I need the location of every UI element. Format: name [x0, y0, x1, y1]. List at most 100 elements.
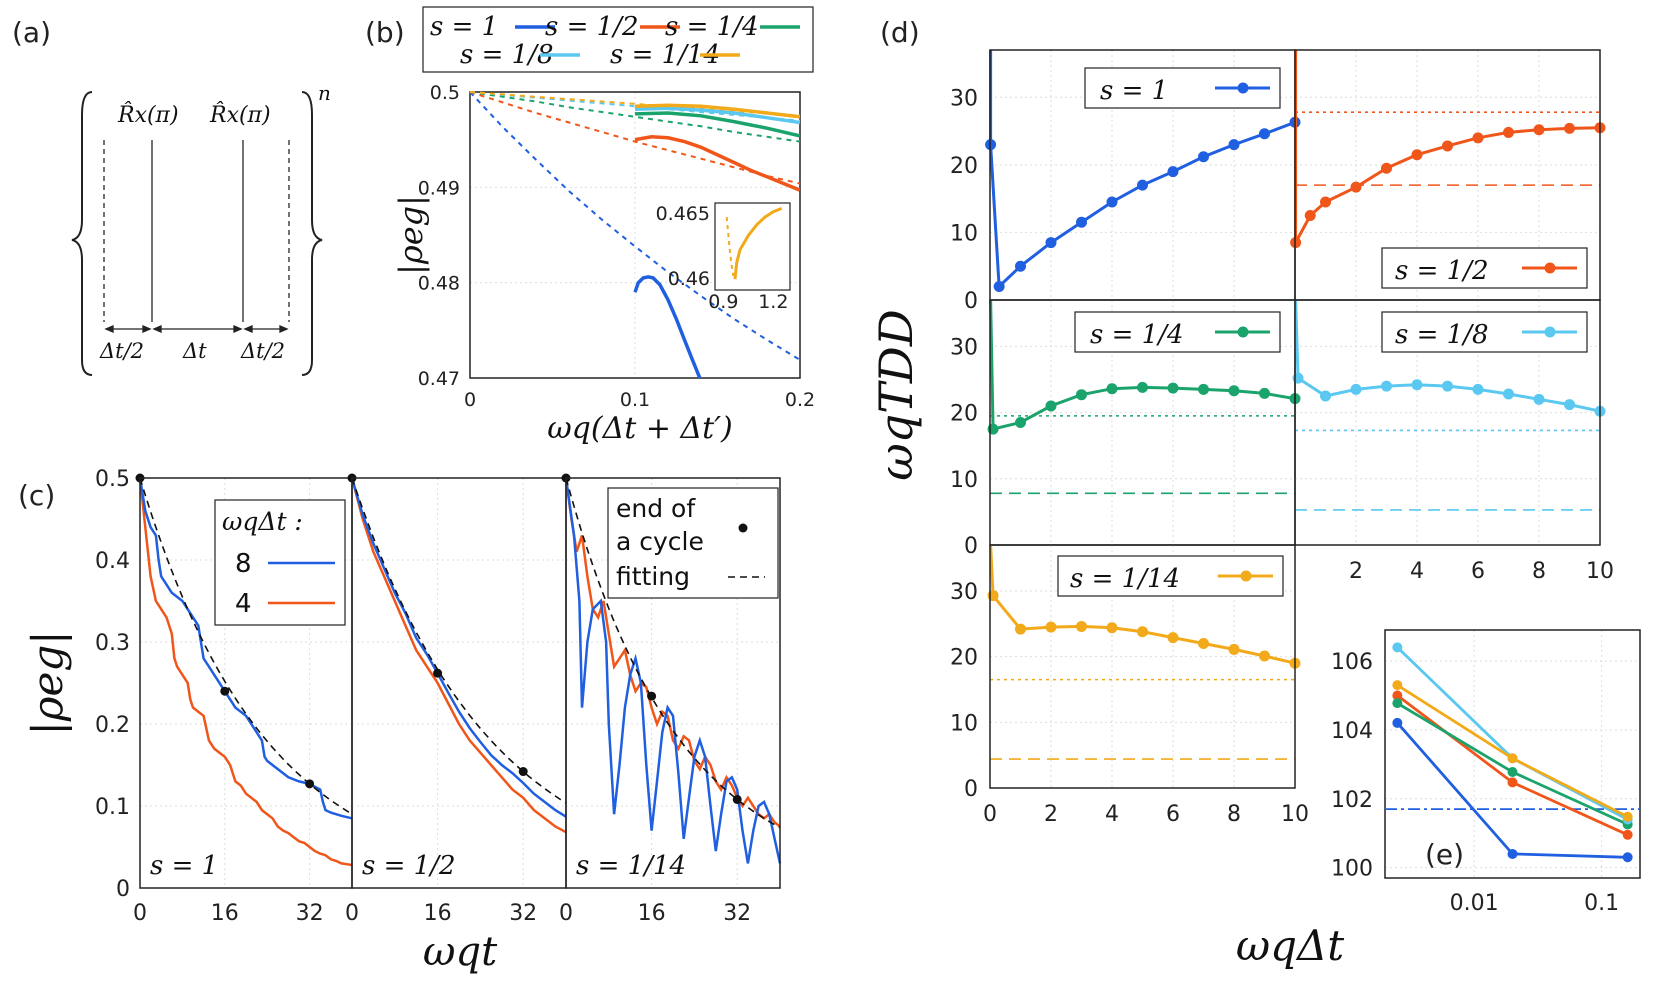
spike-line [1294, 299, 1300, 379]
series-line-solid [633, 275, 702, 378]
data-point [987, 590, 999, 602]
data-point [1411, 149, 1423, 161]
data-point [1292, 372, 1304, 384]
series-line-dashed [469, 91, 801, 361]
inset-x-tick-label: 1.2 [758, 291, 788, 313]
fit-line [351, 477, 567, 804]
legend-note: end of [616, 494, 696, 523]
legend-marker [1237, 326, 1249, 338]
y-tick-label: 30 [950, 580, 978, 605]
x-tick-label: 4 [1410, 559, 1424, 584]
legend-note: a cycle [616, 527, 704, 556]
inset-solid-line [733, 207, 783, 280]
cycle-end-point [433, 668, 443, 678]
plot-frame [1384, 629, 1641, 879]
data-point [1045, 237, 1057, 249]
y-tick-label: 104 [1331, 719, 1373, 744]
subplot-frame [1294, 299, 1601, 546]
subplot-label: s = 1 [150, 851, 218, 881]
cycle-end-point [518, 767, 528, 777]
data-point [987, 423, 999, 435]
interval-label-half-2: Δt/2 [240, 339, 285, 363]
cycle-end-point [732, 794, 742, 804]
data-point [1015, 260, 1026, 272]
data-point [1622, 811, 1633, 822]
data-point [1167, 632, 1179, 644]
data-point [1198, 151, 1209, 163]
right-brace [301, 91, 323, 376]
panel-label-b: (b) [365, 16, 405, 49]
legend-label: 4 [235, 589, 252, 619]
data-point [1533, 393, 1545, 405]
y-tick-label: 10 [950, 468, 978, 493]
x-tick-label: 10 [1586, 559, 1614, 584]
data-point [1228, 139, 1240, 151]
data-point [1320, 196, 1331, 208]
x-tick-label: 2 [1349, 559, 1363, 584]
plot-frame [469, 91, 801, 379]
x-tick-label: 32 [723, 901, 751, 926]
data-point [1015, 417, 1026, 428]
panel-a-sequence: R̂x(π) R̂x(π) n Δt/2 Δt Δt/2 [71, 81, 331, 376]
data-point [1381, 380, 1392, 392]
inset-dashed-line [725, 217, 735, 277]
data-point [1392, 642, 1403, 653]
x-tick-label: 0.2 [785, 389, 815, 411]
legend-marker [1240, 570, 1252, 582]
subplot-label: s = 1/14 [576, 851, 686, 881]
data-point [1507, 848, 1518, 859]
x-tick-label: 4 [1105, 802, 1119, 827]
data-point [1564, 399, 1575, 411]
interval-label-full: Δt [182, 339, 207, 363]
data-point [1076, 216, 1087, 228]
y-tick-label: 30 [950, 335, 978, 360]
interval-label-half-1: Δt/2 [99, 339, 144, 363]
legend-label: s = 1/14 [1070, 564, 1180, 594]
y-tick-label: 0 [964, 534, 978, 559]
cycle-end-point [305, 779, 315, 789]
x-tick-label: 6 [1166, 802, 1180, 827]
y-tick-label: 106 [1331, 650, 1373, 675]
data-point [1198, 638, 1209, 650]
data-point [1442, 140, 1453, 152]
data-point [1228, 643, 1240, 655]
pulse-label-1: R̂x(π) [117, 102, 179, 128]
y-axis-label: |ρeg| [23, 631, 72, 736]
data-point [1167, 382, 1179, 394]
data-point [1507, 753, 1518, 764]
x-tick-label: 0.1 [1584, 891, 1619, 916]
legend-label: s = 1/4 [1090, 320, 1184, 350]
subplot-label: s = 1/2 [362, 851, 456, 881]
series-line [989, 120, 1296, 290]
x-tick-label: 32 [509, 901, 537, 926]
y-tick-label: 30 [950, 86, 978, 111]
y-tick-label: 0 [964, 777, 978, 802]
y-tick-label: 0.48 [418, 273, 460, 295]
x-axis-label: ωqΔt [1236, 921, 1344, 970]
y-tick-label: 20 [950, 154, 978, 179]
y-tick-label: 0.47 [418, 368, 460, 390]
x-tick-label: 0.1 [620, 389, 650, 411]
subplot-frame [989, 544, 1296, 789]
panel-label-e: (e) [1425, 838, 1464, 871]
data-point [1503, 126, 1514, 138]
legend-marker [1237, 82, 1249, 94]
legend-label: s = 1/8 [1395, 320, 1489, 350]
x-tick-label: 0 [559, 901, 573, 926]
series-line-dt8 [138, 477, 353, 820]
x-tick-label: 10 [1281, 802, 1309, 827]
data-point [1350, 383, 1362, 395]
cycle-end-point [220, 686, 230, 696]
data-point [1411, 379, 1423, 391]
data-point [1137, 179, 1148, 191]
data-point [1622, 852, 1633, 863]
data-point [993, 280, 1005, 292]
data-point [1259, 387, 1270, 399]
series-line-solid [634, 111, 800, 138]
series-line-solid [634, 103, 800, 119]
inset-y-tick-label: 0.465 [656, 203, 710, 225]
